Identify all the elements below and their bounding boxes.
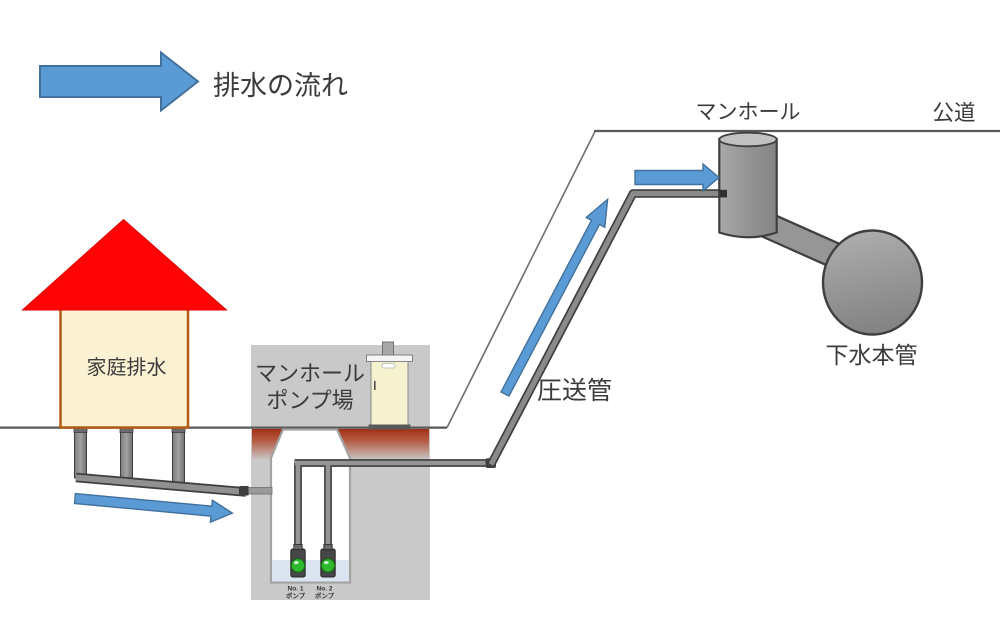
pressure-pipe-label: 圧送管: [537, 377, 612, 405]
pump-pipes: [295, 460, 489, 551]
house-drain-pipes: [73, 426, 273, 497]
road-label: 公道: [932, 101, 975, 125]
house-roof: [21, 218, 228, 311]
pump-2-label-line2: ポンプ: [315, 591, 335, 600]
pump-1-light: [290, 558, 306, 573]
pump-2-light: [320, 558, 336, 573]
pressure-pipe-outline: [487, 189, 720, 467]
street-manhole-cylinder: [718, 137, 778, 239]
pressure-pipe-flow-arrow: [500, 197, 609, 398]
collector-pipe-cap: [239, 486, 249, 496]
manhole-label: マンホール: [696, 101, 801, 124]
pump-station-label-line2: ポンプ場: [266, 388, 353, 413]
pressure-pipe: [488, 190, 720, 466]
house-pipe-1: [74, 426, 87, 479]
pump-1-label-line1: No. 1: [288, 586, 304, 593]
pump-1-light-glint: [293, 561, 299, 565]
cabinet-body: [370, 361, 409, 426]
ground-slope-line: [446, 131, 596, 428]
control-cabinet: [366, 341, 413, 430]
pump-1-neck: [293, 544, 303, 550]
cabinet-base: [368, 424, 411, 430]
cabinet-antenna: [382, 341, 394, 357]
street-manhole-lid: [718, 131, 778, 148]
sewer-main-label: 下水本管: [826, 342, 918, 368]
pipe-inlet-slot: [719, 189, 727, 198]
collector-pipe: [75, 474, 247, 495]
pump-2: [320, 544, 336, 578]
pump-station-shaft: [269, 428, 352, 584]
legend-label: 排水の流れ: [213, 71, 348, 101]
house-pipe-2: [120, 426, 133, 483]
sewer-main-pipe: [821, 229, 924, 336]
shaft-inlet-stub: [248, 487, 273, 495]
house-flow-arrow: [73, 492, 234, 524]
pump-station-label-line1: マンホール: [255, 361, 365, 386]
pump-2-neck: [323, 544, 333, 550]
pump-1-label-line2: ポンプ: [286, 591, 306, 600]
cabinet-top-cap: [366, 354, 413, 362]
house-body: [59, 307, 190, 429]
legend-flow-arrow: [39, 50, 200, 113]
pump-2-light-glint: [323, 561, 329, 565]
cabinet-vent: [381, 363, 396, 369]
house-label: 家庭排水: [87, 356, 167, 379]
house-pipe-3: [172, 426, 185, 486]
pump-2-label-line1: No. 2: [317, 586, 333, 593]
pump-1: [290, 544, 306, 578]
shaft-water: [272, 560, 349, 582]
manhole-flow-arrow: [634, 162, 721, 193]
